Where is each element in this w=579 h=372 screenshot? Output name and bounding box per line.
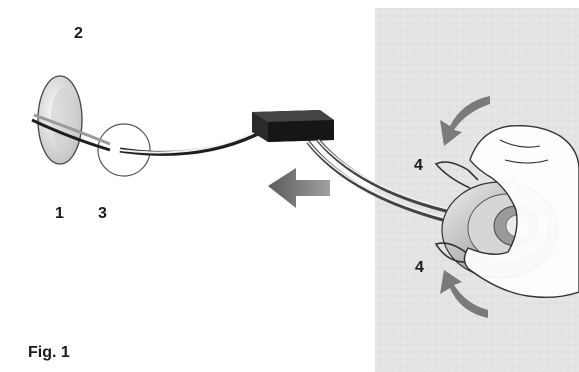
mains-cable-light (33, 113, 111, 146)
arrow-left-icon (268, 168, 330, 208)
callout-4-bottom: 4 (415, 259, 424, 276)
hand-outline (463, 125, 579, 299)
mains-cable-dark (31, 118, 111, 152)
driver-box (252, 110, 334, 142)
figure-caption: Fig. 1 (28, 344, 70, 361)
callout-4-top: 4 (414, 157, 423, 174)
curved-arrow-down-icon (440, 96, 490, 146)
callout-2: 2 (74, 25, 83, 42)
spring-clip-bottom (434, 242, 479, 263)
callout-1: 1 (55, 205, 64, 222)
spring-clip-top (434, 161, 479, 189)
callout-3: 3 (98, 205, 107, 222)
curved-arrow-up-icon (440, 270, 488, 318)
fixture-cable-inner (317, 139, 453, 211)
supply-cable-inner (119, 129, 261, 154)
